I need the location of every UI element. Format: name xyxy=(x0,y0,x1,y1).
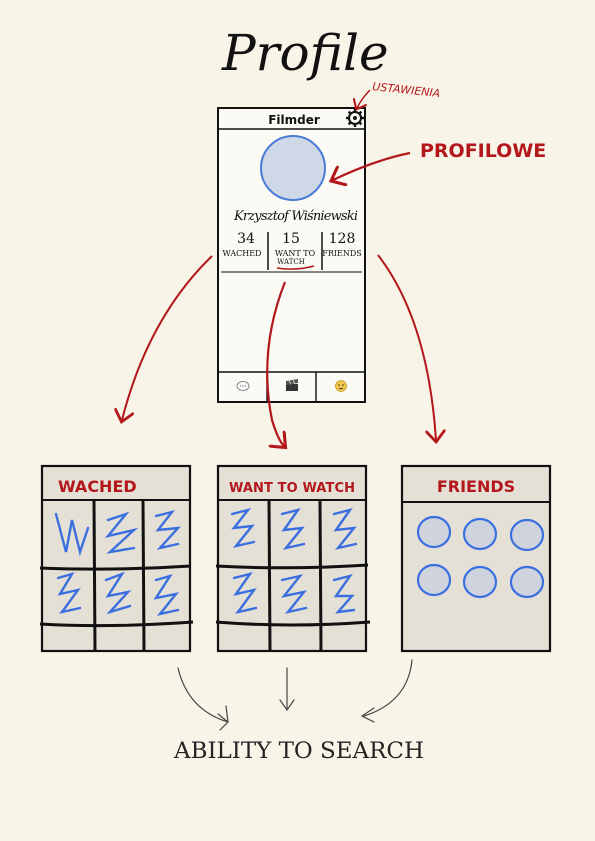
screen-frame xyxy=(216,464,368,653)
screen-watched[interactable]: WACHED xyxy=(39,464,194,653)
arrow-to-want xyxy=(266,281,285,446)
gear-icon[interactable] xyxy=(346,109,364,127)
poster-thumbnail[interactable] xyxy=(232,572,258,614)
stat-watched-value: 34 xyxy=(237,231,255,247)
grid-lines xyxy=(39,499,194,652)
stat-watched[interactable]: 34 WACHED xyxy=(223,231,262,258)
face-icon[interactable] xyxy=(335,380,347,392)
stat-friends-value: 128 xyxy=(329,231,356,247)
poster-thumbnail[interactable] xyxy=(230,507,256,548)
stat-friends-label: FRIENDS xyxy=(322,249,361,258)
profile-avatar[interactable] xyxy=(260,135,326,201)
arrow-to-friends xyxy=(377,254,436,440)
user-name: Krzysztof Wiśniewski xyxy=(233,209,358,224)
poster-thumbnail[interactable] xyxy=(104,511,139,554)
poster-thumbnail[interactable] xyxy=(154,509,181,550)
settings-arrow xyxy=(357,89,371,108)
settings-annotation: USTAWIENIA xyxy=(372,80,441,100)
screen-title: WANT TO WATCH xyxy=(229,481,355,496)
stat-want-label-line1: WANT TO xyxy=(275,249,316,258)
friend-avatar[interactable] xyxy=(462,565,498,599)
screen-title: WACHED xyxy=(58,477,137,496)
stat-watched-label: WACHED xyxy=(223,249,262,258)
poster-thumbnail[interactable] xyxy=(54,512,90,557)
screen-frame xyxy=(40,464,192,653)
poster-thumbnail[interactable] xyxy=(104,571,132,615)
friend-avatar[interactable] xyxy=(509,518,545,552)
poster-thumbnail[interactable] xyxy=(332,574,356,614)
arrow-head xyxy=(360,707,375,723)
chat-icon[interactable] xyxy=(236,381,250,391)
poster-thumbnail[interactable] xyxy=(56,572,82,614)
grid-lines xyxy=(215,499,371,652)
search-arrow xyxy=(363,659,413,717)
screen-friends[interactable]: FRIENDS xyxy=(400,464,552,653)
stat-friends[interactable]: 128 FRIENDS xyxy=(322,231,361,258)
poster-thumbnail[interactable] xyxy=(280,574,308,614)
phone-mockup: Filmder Krzysztof Wiśniewski 34 WACHED 1… xyxy=(217,107,366,403)
screen-frame xyxy=(400,464,552,653)
app-title: Filmder xyxy=(268,113,320,127)
poster-thumbnail[interactable] xyxy=(153,573,180,616)
friend-avatar[interactable] xyxy=(416,515,452,549)
stat-want-value: 15 xyxy=(282,231,300,247)
friend-avatar[interactable] xyxy=(416,563,452,597)
clapperboard-icon[interactable] xyxy=(286,379,298,391)
avatar-arrow xyxy=(333,151,411,180)
search-arrow xyxy=(177,667,229,723)
poster-thumbnail[interactable] xyxy=(332,508,358,550)
avatar-annotation: PROFILOWE xyxy=(420,140,546,162)
poster-thumbnail[interactable] xyxy=(280,508,306,550)
friend-avatar[interactable] xyxy=(462,517,498,551)
want-underline xyxy=(276,265,315,270)
arrow-head xyxy=(217,705,229,731)
arrow-to-watched xyxy=(122,255,213,420)
screen-want-to-watch[interactable]: WANT TO WATCH xyxy=(215,464,371,653)
stat-want-to-watch[interactable]: 15 WANT TO WATCH xyxy=(275,231,316,270)
stat-want-label-line2: WATCH xyxy=(277,258,305,266)
footer-note: ABILITY TO SEARCH xyxy=(173,739,424,764)
page-title: Profile xyxy=(221,24,389,82)
screen-title: FRIENDS xyxy=(437,477,515,496)
friend-avatar[interactable] xyxy=(509,565,545,599)
arrow-head xyxy=(279,699,295,712)
